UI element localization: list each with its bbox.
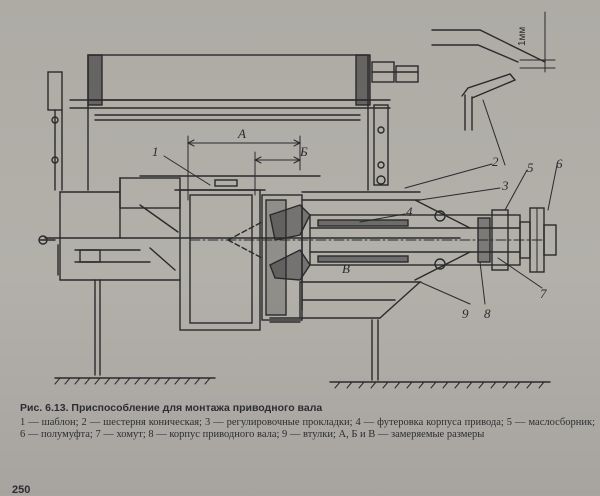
label-part-3: 3 — [501, 178, 509, 193]
label-dimension-b: Б — [299, 144, 308, 159]
label-part-8: 8 — [484, 306, 491, 321]
leader-lines — [163, 155, 558, 305]
label-dimension-a: А — [237, 126, 246, 141]
label-dimension-v: В — [342, 261, 350, 276]
oil-collector — [269, 281, 422, 323]
inset-detail — [431, 11, 556, 166]
page-number: 250 — [12, 484, 31, 496]
label-part-2: 2 — [492, 154, 499, 169]
bevel-gear-2 — [261, 191, 421, 321]
label-part-9: 9 — [462, 306, 469, 321]
label-part-7: 7 — [540, 286, 547, 301]
dimension-lines — [186, 135, 302, 201]
figure-caption: Рис. 6.13. Приспособление для монтажа пр… — [20, 402, 595, 442]
label-part-5: 5 — [527, 160, 534, 175]
technical-drawing: А Б В 1мм 1 2 3 4 5 6 7 8 9 — [38, 11, 563, 389]
label-scale-1mm: 1мм — [517, 27, 528, 46]
drive-shaft — [309, 199, 557, 281]
label-part-1: 1 — [152, 144, 159, 159]
template-part-1 — [139, 175, 546, 331]
label-part-4: 4 — [406, 204, 413, 219]
caption-legend: 1 — шаблон; 2 — шестерня коническая; 3 —… — [20, 416, 595, 441]
label-part-6: 6 — [556, 156, 563, 171]
upper-housing — [47, 54, 419, 191]
caption-title: Рис. 6.13. Приспособление для монтажа пр… — [20, 402, 323, 414]
ground-hatch — [54, 377, 545, 389]
